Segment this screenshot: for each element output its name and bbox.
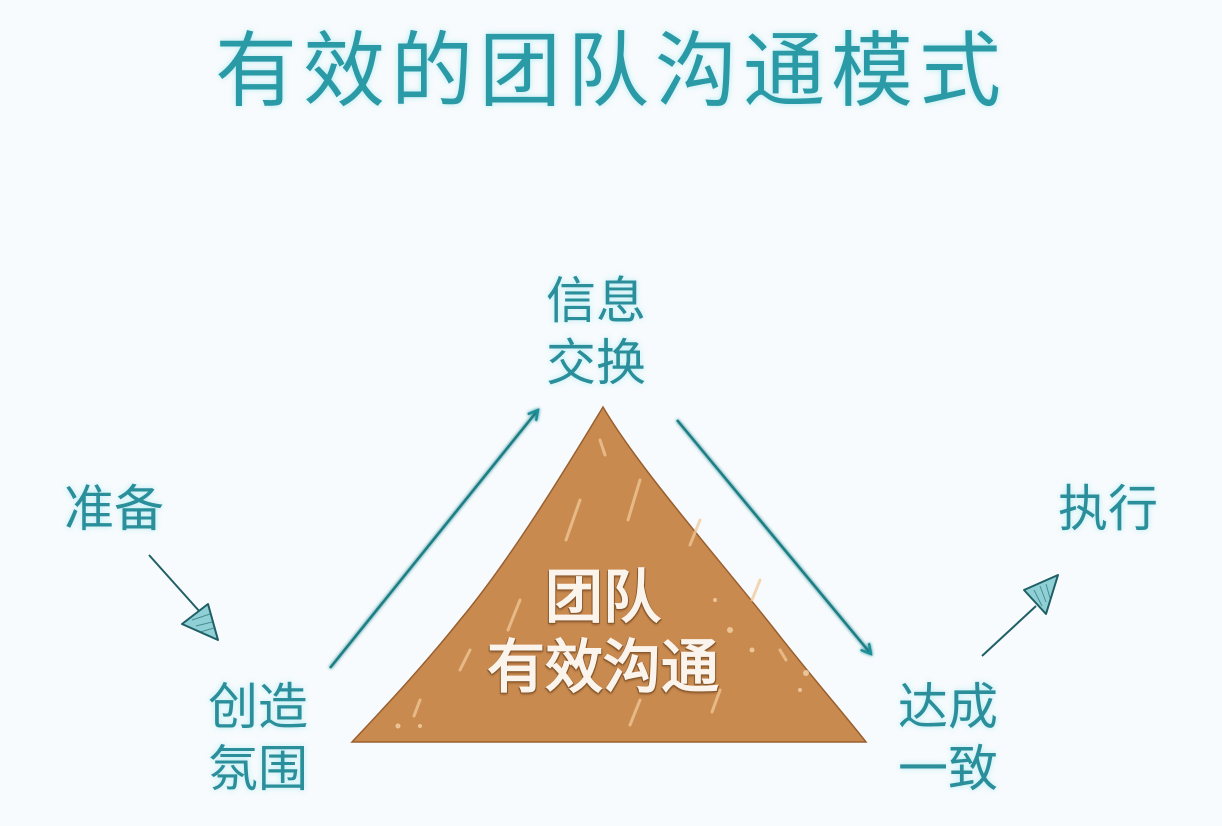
- center-label-line1: 团队: [544, 563, 661, 631]
- node-reach-consensus: 达成 一致: [898, 678, 998, 798]
- center-triangle: [350, 405, 868, 743]
- arrow-prepare-to-atmosphere: [148, 554, 219, 641]
- arrow-consensus-to-execute: [981, 574, 1059, 657]
- diagram-title: 有效的团队沟通模式: [214, 24, 1007, 119]
- node-prepare: 准备: [64, 480, 164, 538]
- center-label: 团队 有效沟通: [470, 562, 736, 702]
- node-execute: 执行: [1058, 480, 1158, 538]
- node-create-atmosphere: 创造 氛围: [208, 678, 308, 798]
- center-label-line2: 有效沟通: [486, 633, 719, 701]
- arrow-to-consensus: [676, 419, 871, 654]
- arrow-to-info-exchange: [329, 410, 538, 669]
- node-info-exchange: 信息 交换: [546, 272, 646, 392]
